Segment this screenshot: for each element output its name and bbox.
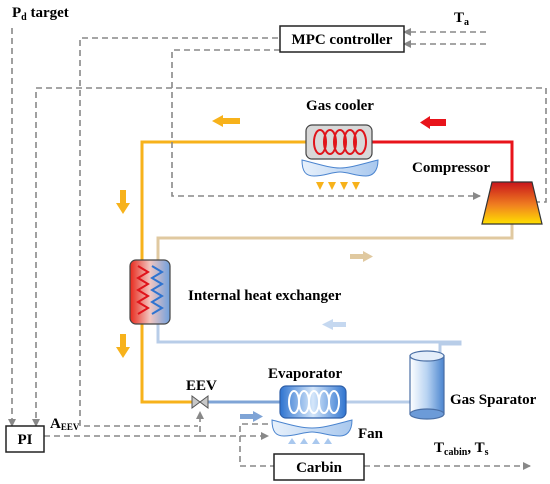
compressor: [481, 181, 543, 225]
suction-pipe: [156, 224, 514, 262]
carbin-label: Carbin: [296, 460, 343, 476]
carbin-box: Carbin: [273, 453, 365, 481]
evaporator-fan-icon: [271, 419, 353, 437]
ta-label: Ta: [454, 10, 469, 28]
mpc-controller-label: MPC controller: [292, 32, 393, 48]
discharge-pipe: [372, 140, 514, 182]
tcabin-ts-label: Tcabin, Ts: [434, 440, 489, 458]
flow-arrows: [116, 115, 446, 422]
eev-valve-icon: [191, 395, 209, 409]
pi-controller-box: PI: [5, 425, 45, 453]
ihx-to-eev-pipe: [140, 322, 192, 404]
compressor-label: Compressor: [412, 160, 490, 176]
pi-label: PI: [18, 432, 33, 448]
gas-cooler-label: Gas cooler: [306, 98, 374, 114]
pd-target-label: Pd target: [12, 5, 69, 23]
eev-label: EEV: [186, 378, 217, 394]
mpc-controller-box: MPC controller: [279, 25, 405, 53]
evaporator: [271, 385, 353, 444]
cooler-outlet-pipe: [140, 140, 306, 262]
gas-separator-tank: [409, 350, 445, 420]
gas-cooler-fan-icon: [301, 159, 379, 177]
fan-label: Fan: [358, 426, 384, 442]
gas-cooler: [301, 124, 379, 190]
internal-heat-exchanger-label: Internal heat exchanger: [188, 288, 342, 304]
evaporator-label: Evaporator: [268, 366, 343, 382]
a-eev-label: AEEV: [50, 416, 80, 432]
gas-separator-label: Gas Sparator: [450, 392, 537, 408]
internal-heat-exchanger: [129, 259, 171, 325]
separator-to-ihx-pipe: [156, 322, 462, 356]
